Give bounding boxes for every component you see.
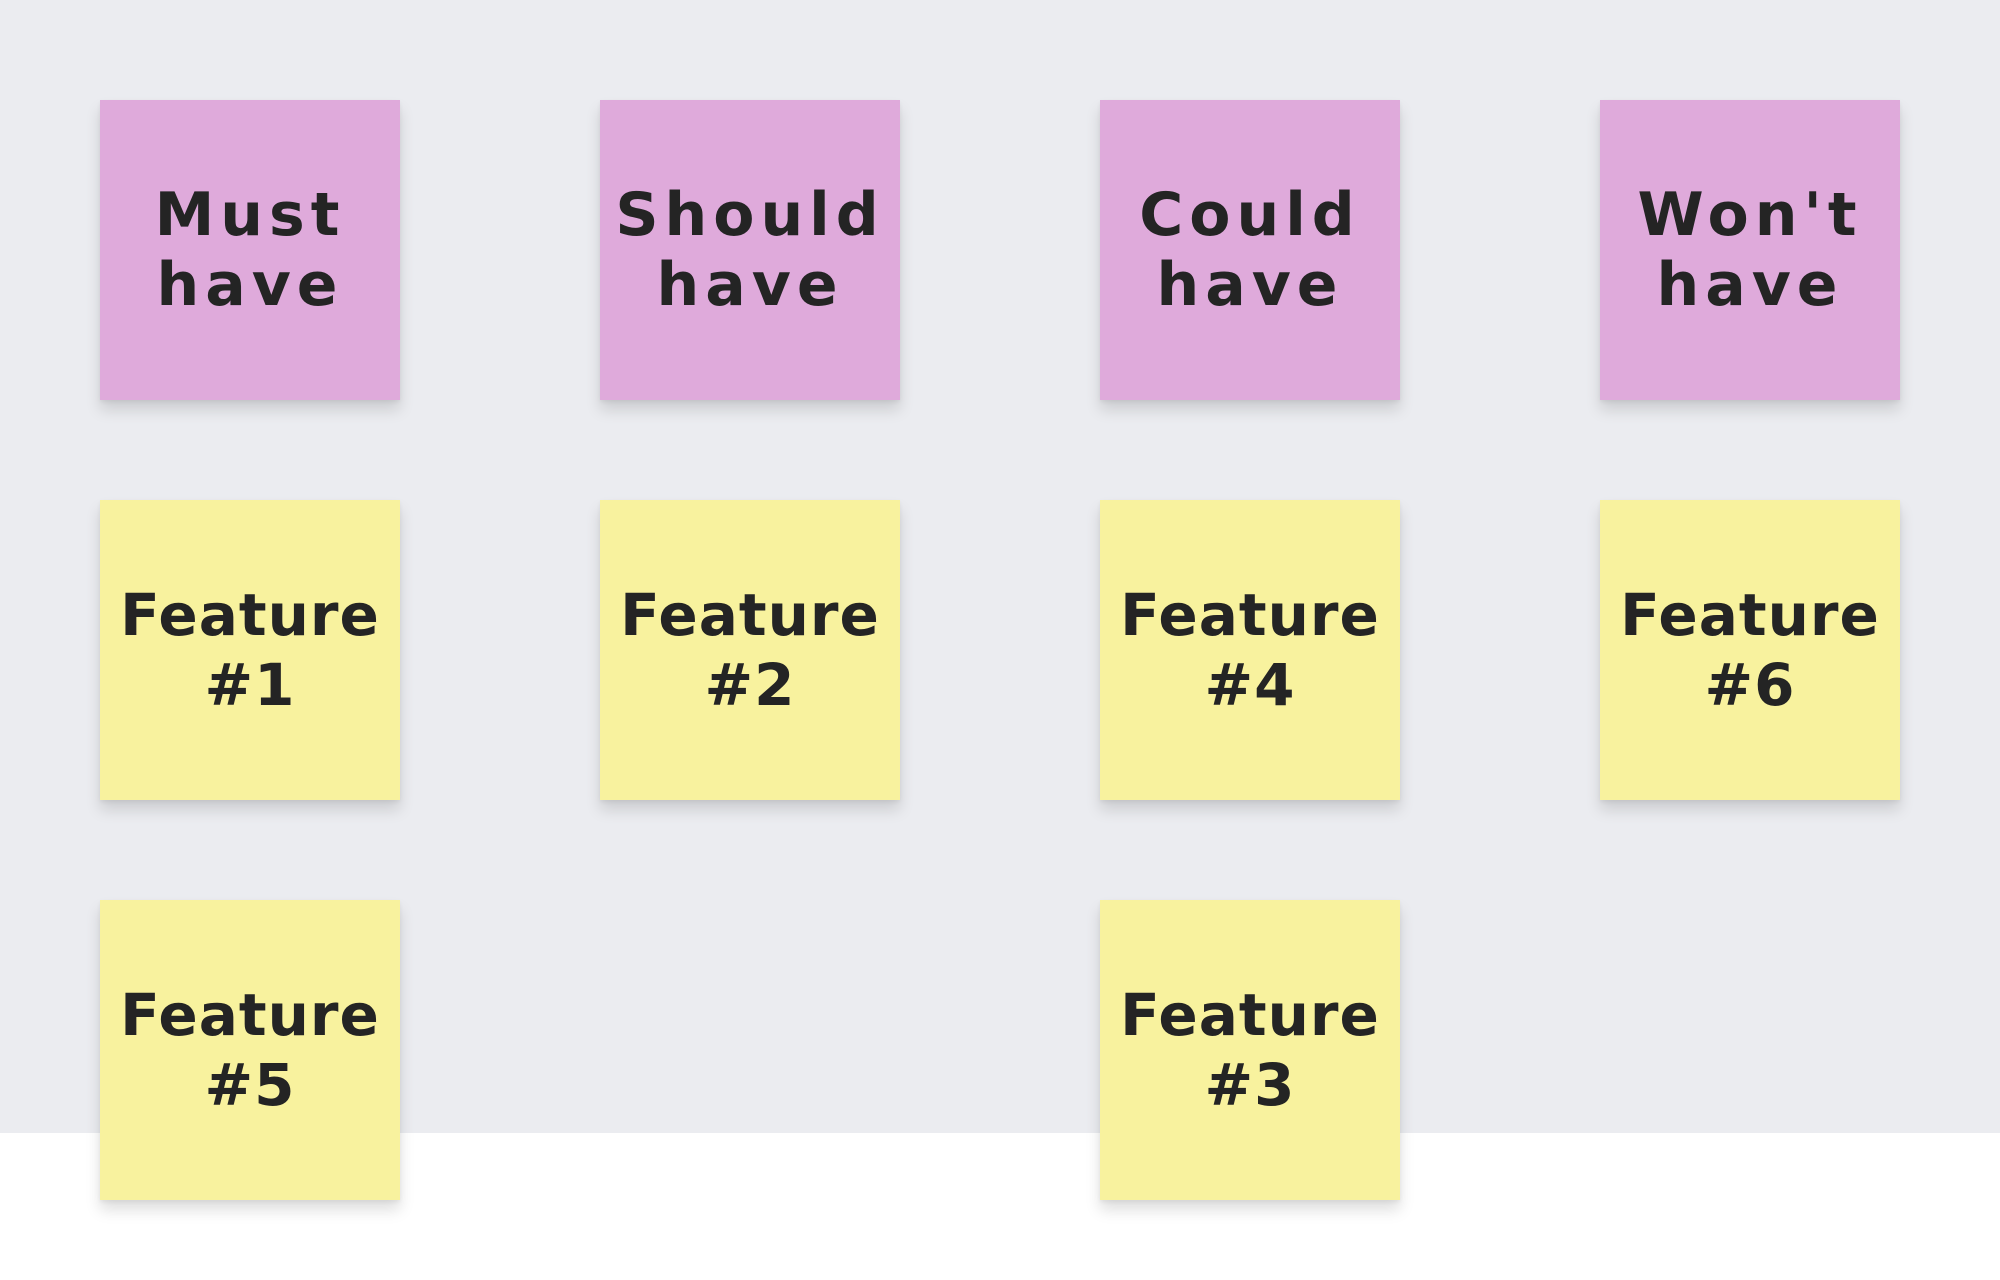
sticky-note-label: Must have — [154, 180, 346, 320]
sticky-note-label: Feature #4 — [1120, 581, 1380, 719]
sticky-note-should-have[interactable]: Should have — [600, 100, 900, 400]
sticky-note-label: Feature #6 — [1620, 581, 1880, 719]
sticky-note-feature-4[interactable]: Feature #4 — [1100, 500, 1400, 800]
sticky-note-feature-3[interactable]: Feature #3 — [1100, 900, 1400, 1200]
sticky-note-label: Feature #2 — [620, 581, 880, 719]
sticky-note-label: Feature #3 — [1120, 981, 1380, 1119]
sticky-note-feature-5[interactable]: Feature #5 — [100, 900, 400, 1200]
sticky-note-wont-have[interactable]: Won't have — [1600, 100, 1900, 400]
sticky-note-label: Should have — [615, 180, 885, 320]
sticky-note-must-have[interactable]: Must have — [100, 100, 400, 400]
sticky-note-label: Won't have — [1637, 180, 1863, 320]
sticky-note-label: Feature #5 — [120, 981, 380, 1119]
sticky-note-feature-6[interactable]: Feature #6 — [1600, 500, 1900, 800]
sticky-note-feature-2[interactable]: Feature #2 — [600, 500, 900, 800]
sticky-note-feature-1[interactable]: Feature #1 — [100, 500, 400, 800]
sticky-note-label: Feature #1 — [120, 581, 380, 719]
sticky-note-could-have[interactable]: Could have — [1100, 100, 1400, 400]
sticky-note-label: Could have — [1139, 180, 1361, 320]
